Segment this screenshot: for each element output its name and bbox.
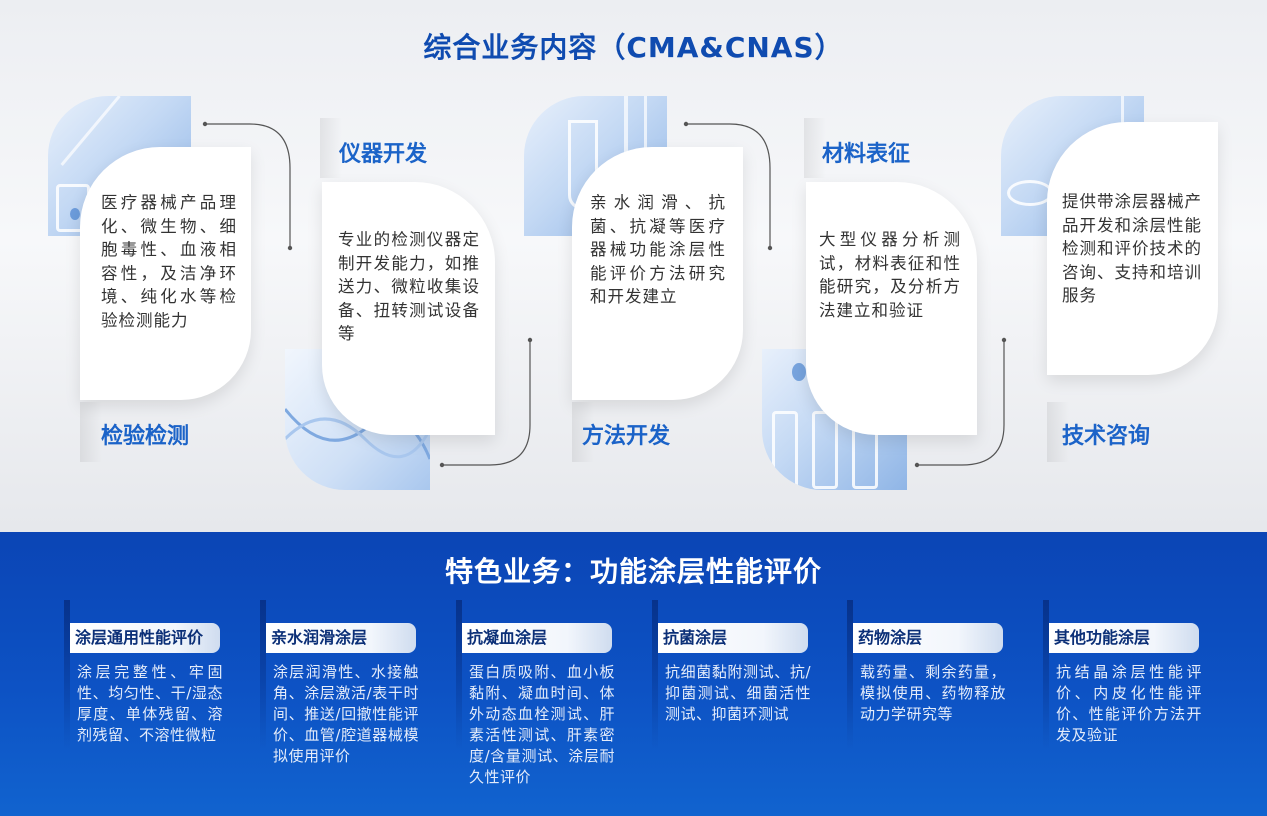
divider: [1047, 402, 1069, 462]
feature-title: 特色业务：功能涂层性能评价: [444, 555, 822, 588]
feature-shadow: [456, 600, 462, 750]
service-card-4: [806, 182, 977, 435]
feature-shadow: [64, 600, 70, 750]
feature-3-title: 抗凝血涂层: [462, 623, 612, 653]
feature-5-text: 载药量、剩余药量，模拟使用、药物释放动力学研究等: [860, 663, 1006, 723]
feature-2-title: 亲水润滑涂层: [266, 623, 416, 653]
top-title: 综合业务内容（CMA&CNAS）: [423, 31, 844, 64]
divider: [572, 402, 594, 462]
service-5-label: 技术咨询: [1062, 424, 1151, 449]
service-3-text: 亲水润滑、抗菌、抗凝等医疗器械功能涂层性能评价方法研究和开发建立: [590, 193, 726, 306]
service-card-3: [572, 147, 743, 400]
feature-shadow: [1043, 600, 1049, 750]
service-1-label: 检验检测: [101, 424, 190, 449]
feature-shadow: [260, 600, 266, 750]
service-5-text: 提供带涂层器械产品开发和涂层性能检测和评价技术的咨询、支持和培训服务: [1062, 192, 1202, 305]
service-4-label: 材料表征: [822, 142, 911, 167]
service-1-text: 医疗器械产品理化、微生物、细胞毒性、血液相容性，及洁净环境、纯化水等检验检测能力: [101, 193, 237, 330]
feature-1-text: 涂层完整性、牢固性、均匀性、干/湿态厚度、单体残留、溶剂残留、不溶性微粒: [77, 663, 223, 744]
feature-4-text: 抗细菌黏附测试、抗/抑菌测试、细菌活性测试、抑菌环测试: [665, 663, 811, 723]
service-2-text: 专业的检测仪器定制开发能力，如推送力、微粒收集设备、扭转测试设备等: [338, 230, 480, 343]
service-card-2: [322, 182, 495, 435]
feature-section: 特色业务：功能涂层性能评价 涂层通用性能评价 涂层完整性、牢固性、均匀性、干/湿…: [0, 532, 1267, 816]
divider: [320, 118, 342, 178]
feature-shadow: [652, 600, 658, 750]
feature-1-title: 涂层通用性能评价: [70, 623, 220, 653]
service-card-5: [1047, 122, 1218, 375]
top-section: 综合业务内容（CMA&CNAS） 医疗器械产品理化、微生物、细胞毒性、血液相容性…: [0, 0, 1267, 532]
feature-6-text: 抗结晶涂层性能评价、内皮化性能评价、性能评价方法开发及验证: [1056, 663, 1202, 744]
feature-shadow: [847, 600, 853, 750]
feature-2-text: 涂层润滑性、水接触角、涂层激活/表干时间、推送/回撤性能评价、血管/腔道器械模拟…: [273, 663, 419, 765]
feature-3-text: 蛋白质吸附、血小板黏附、凝血时间、体外动态血栓测试、肝素活性测试、肝素密度/含量…: [469, 663, 615, 786]
flow-connectors: [202, 121, 1007, 468]
feature-4-title: 抗菌涂层: [658, 623, 808, 653]
service-3-label: 方法开发: [582, 424, 671, 449]
service-4-text: 大型仪器分析测试，材料表征和性能研究，及分析方法建立和验证: [819, 230, 961, 320]
service-card-1: [80, 147, 251, 400]
divider: [804, 118, 826, 178]
feature-5-title: 药物涂层: [853, 623, 1003, 653]
service-2-label: 仪器开发: [339, 142, 428, 167]
divider: [80, 402, 102, 462]
feature-6-title: 其他功能涂层: [1049, 623, 1199, 653]
